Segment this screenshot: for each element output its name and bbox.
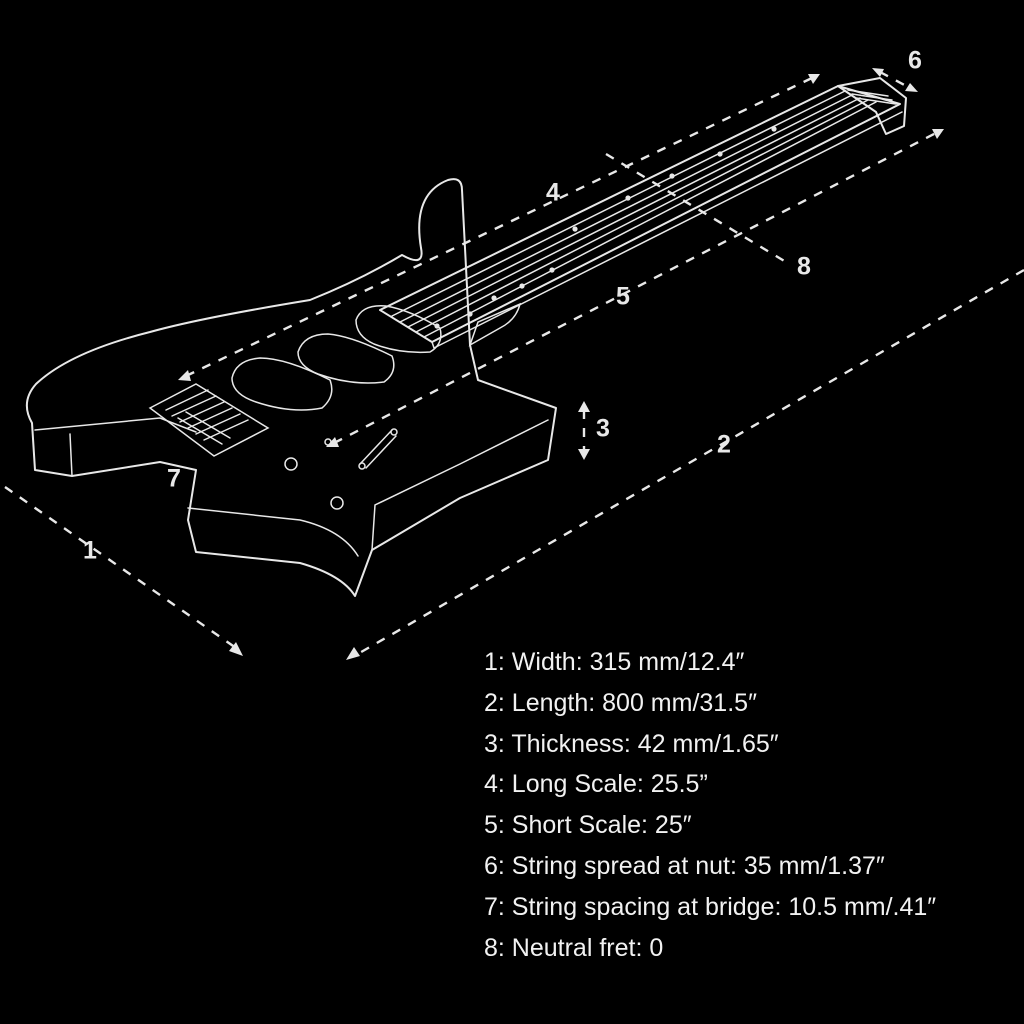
spec-string-spread: 6: String spread at nut: 35 mm/1.37″ bbox=[484, 851, 885, 880]
spec-string-spacing: 7: String spacing at bridge: 10.5 mm/.41… bbox=[484, 892, 937, 921]
spec-width: 1: Width: 315 mm/12.4″ bbox=[484, 648, 745, 676]
callout-3: 3 bbox=[596, 415, 610, 443]
callout-2: 2 bbox=[717, 431, 731, 459]
bridge bbox=[148, 383, 270, 457]
dim-long-scale-line bbox=[185, 76, 813, 378]
spec-long-scale: 4: Long Scale: 25.5” bbox=[484, 770, 708, 799]
callout-5: 5 bbox=[616, 283, 630, 311]
callout-7: 7 bbox=[167, 465, 181, 493]
dim-string-spread-line bbox=[879, 70, 911, 90]
callout-numbers: 1 2 3 4 5 6 7 8 bbox=[83, 47, 922, 565]
fret-markers bbox=[434, 126, 777, 329]
guitar-neck bbox=[379, 77, 907, 350]
spec-neutral-fret: 8: Neutral fret: 0 bbox=[484, 933, 664, 962]
callout-4: 4 bbox=[546, 179, 560, 207]
spec-short-scale: 5: Short Scale: 25″ bbox=[484, 811, 692, 840]
specification-list: 1: Width: 315 mm/12.4″ 2: Length: 800 mm… bbox=[484, 642, 936, 968]
callout-1: 1 bbox=[83, 537, 97, 565]
dim-width-line bbox=[4, 486, 237, 649]
spec-thickness: 3: Thickness: 42 mm/1.65″ bbox=[484, 729, 779, 758]
controls bbox=[284, 428, 398, 510]
dimension-lines bbox=[4, 68, 1024, 660]
callout-8: 8 bbox=[797, 253, 811, 281]
callout-6: 6 bbox=[908, 47, 922, 75]
dim-length-line bbox=[355, 268, 1024, 657]
spec-length: 2: Length: 800 mm/31.5″ bbox=[484, 688, 757, 717]
pickups bbox=[231, 305, 442, 411]
dim-short-scale-line bbox=[333, 131, 937, 445]
guitar-body bbox=[25, 178, 557, 597]
